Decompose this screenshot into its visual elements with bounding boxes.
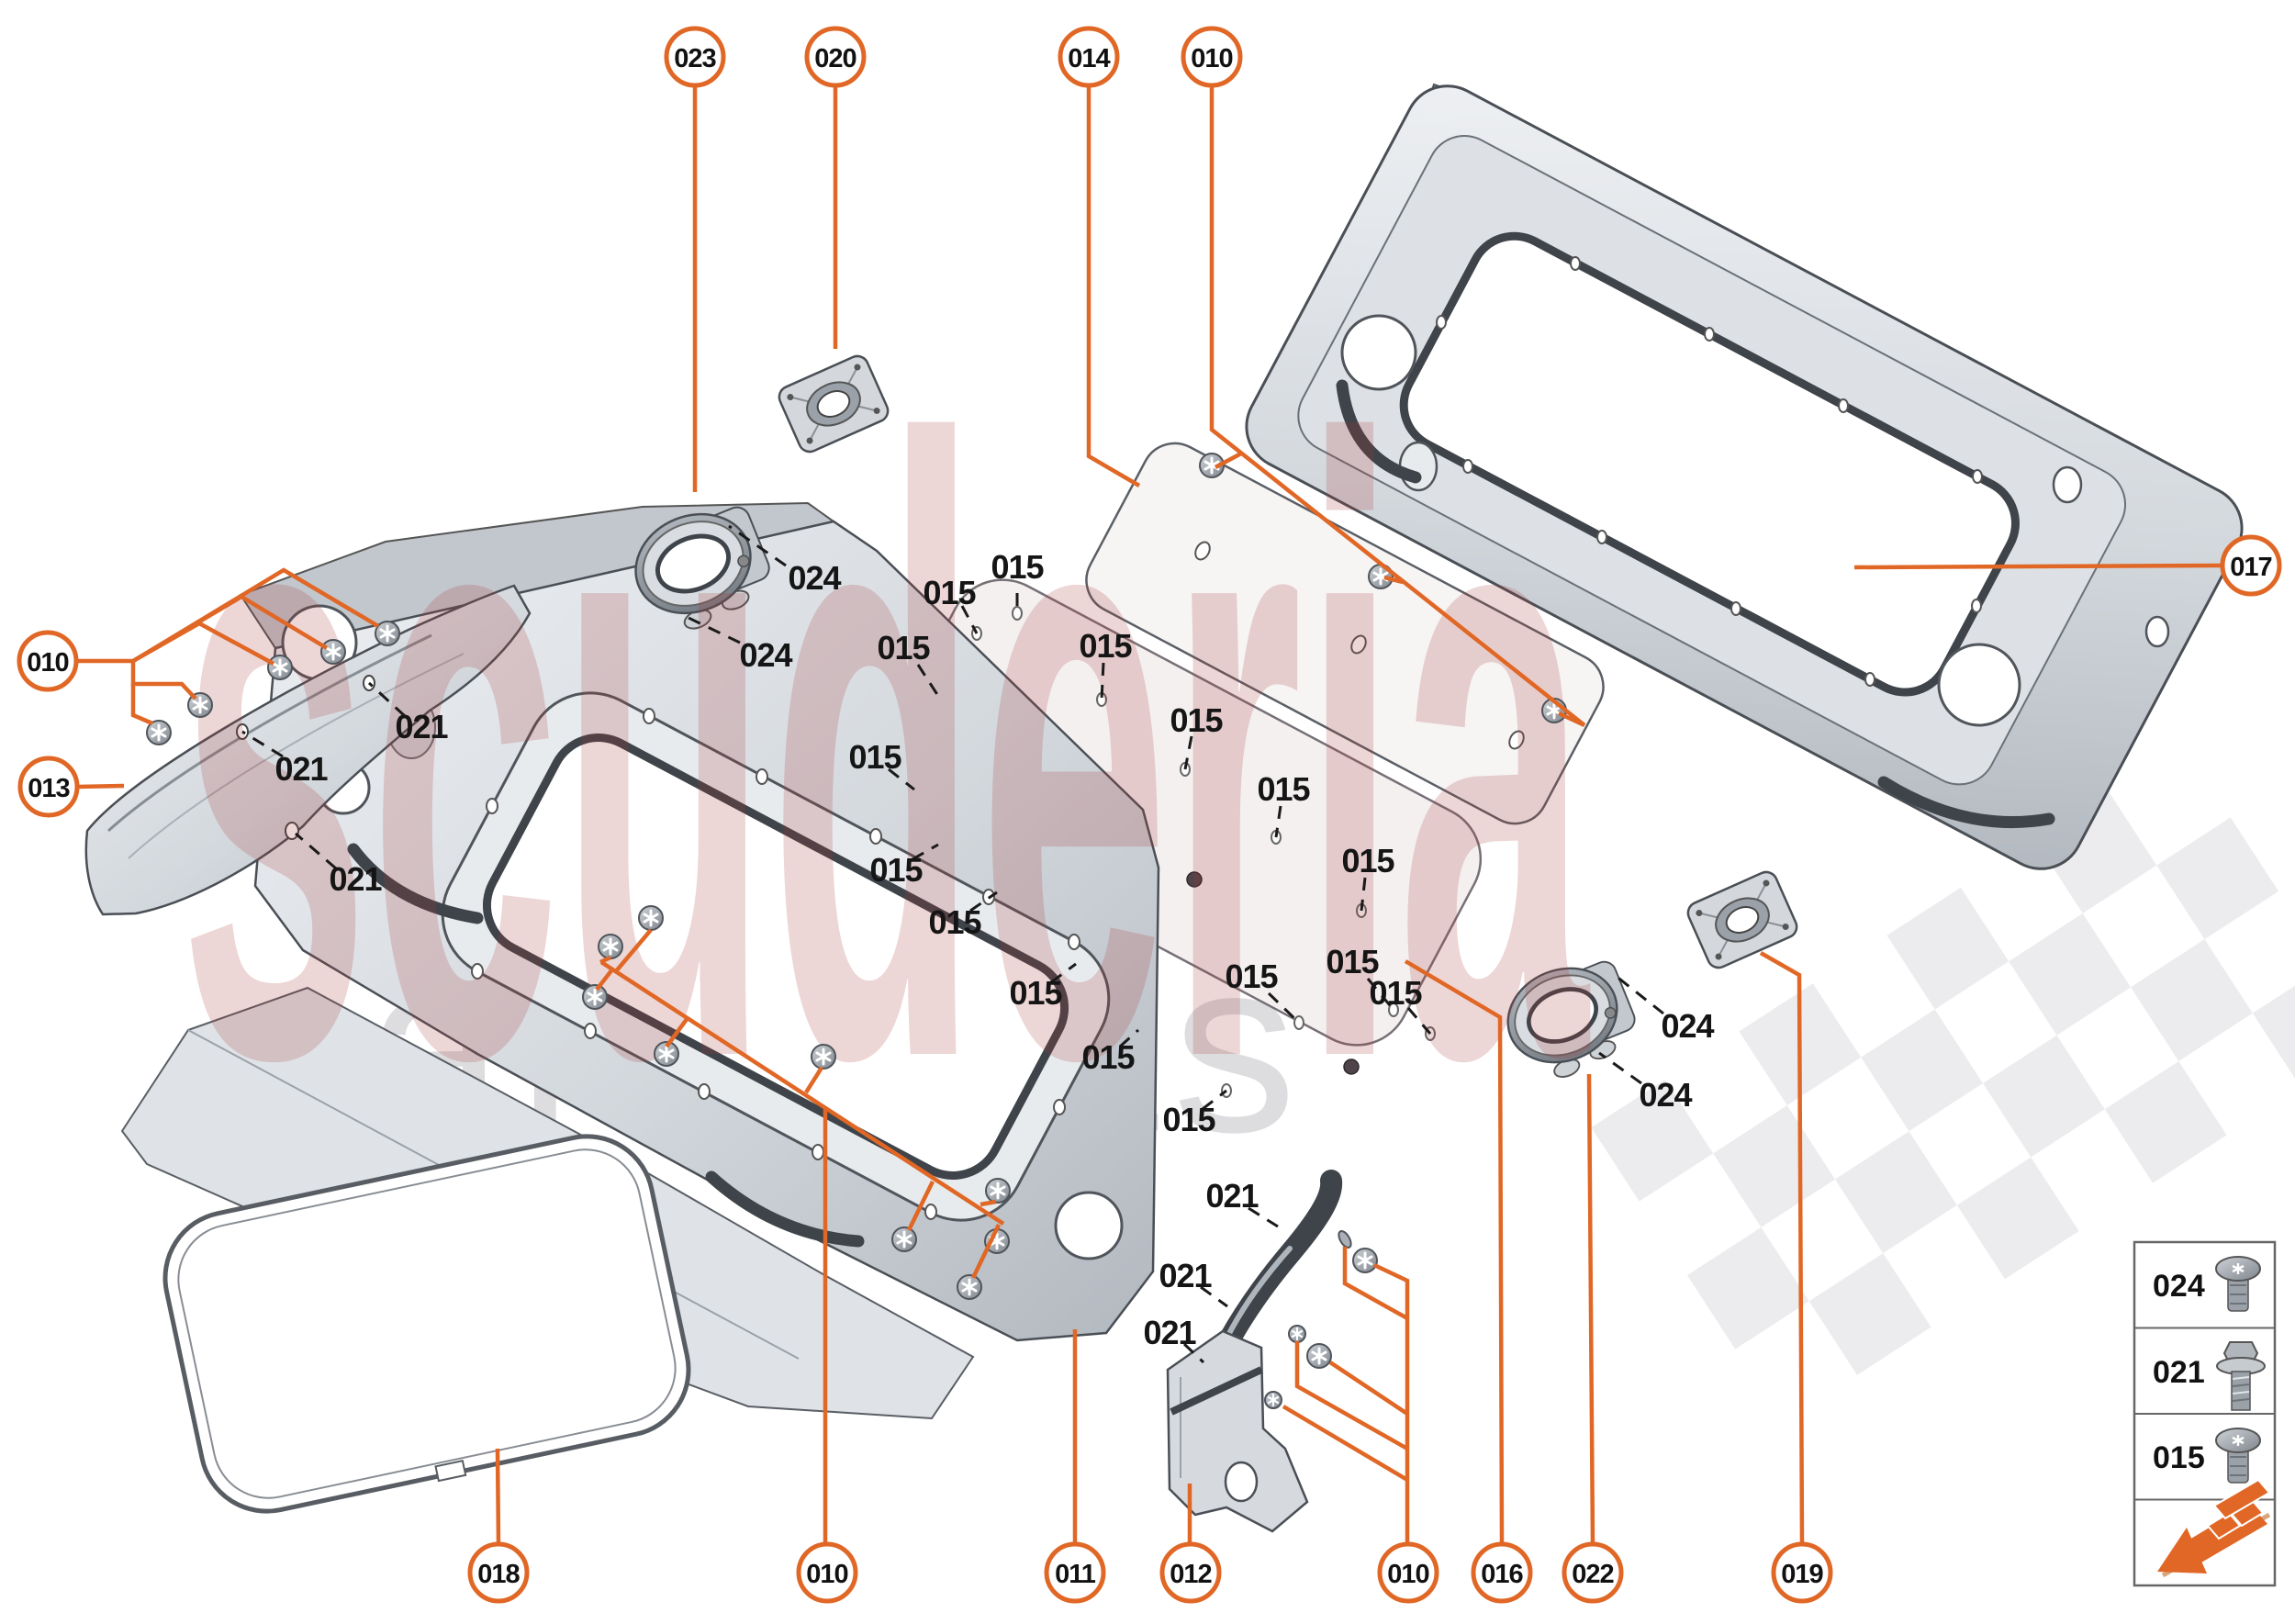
- label-021: 021: [1143, 1314, 1196, 1351]
- label-015: 015: [848, 738, 901, 776]
- callout-023[interactable]: 023: [664, 26, 726, 88]
- svg-text:017: 017: [2230, 553, 2271, 582]
- callout-014[interactable]: 014: [1058, 26, 1120, 88]
- callout-010-left[interactable]: 010: [17, 630, 79, 692]
- svg-text:023: 023: [674, 44, 716, 73]
- label-015: 015: [1257, 770, 1310, 808]
- svg-text:010: 010: [806, 1560, 847, 1589]
- label-015: 015: [991, 548, 1044, 586]
- label-015: 015: [1009, 974, 1062, 1012]
- callout-leader-lines: [76, 85, 2223, 1545]
- label-015: 015: [1225, 958, 1278, 995]
- svg-text:010: 010: [1387, 1560, 1428, 1589]
- part-grommet-022[interactable]: [1494, 948, 1646, 1091]
- legend-box: 024 021 015: [2133, 1240, 2277, 1587]
- callout-010-bottom-right[interactable]: 010: [1377, 1541, 1439, 1604]
- callout-013[interactable]: 013: [17, 756, 80, 818]
- svg-text:018: 018: [477, 1560, 520, 1589]
- part-seal-018[interactable]: [153, 1124, 702, 1528]
- part-grommet-019[interactable]: [1685, 868, 1800, 971]
- label-015: 015: [1079, 627, 1132, 665]
- svg-text:014: 014: [1068, 44, 1110, 73]
- svg-text:010: 010: [1191, 44, 1232, 73]
- label-015: 015: [923, 574, 976, 611]
- callout-012[interactable]: 012: [1159, 1541, 1222, 1604]
- label-024: 024: [788, 559, 841, 597]
- label-015: 015: [877, 629, 930, 666]
- label-015: 015: [1341, 842, 1394, 879]
- callout-022[interactable]: 022: [1562, 1541, 1624, 1604]
- svg-text:012: 012: [1170, 1560, 1211, 1589]
- pan-screw-icon: [2215, 1256, 2261, 1312]
- label-021: 021: [329, 860, 382, 898]
- label-015: 015: [1326, 943, 1379, 980]
- part-plate-014[interactable]: [1075, 431, 1615, 834]
- legend-row-015: 015: [2153, 1428, 2261, 1484]
- svg-text:015: 015: [2153, 1440, 2205, 1475]
- callout-016[interactable]: 016: [1471, 1541, 1533, 1604]
- label-021: 021: [395, 708, 448, 745]
- hex-bolt-icon: [2216, 1341, 2266, 1411]
- label-015: 015: [928, 903, 981, 941]
- clip-pin-icon: [1338, 1229, 1352, 1249]
- label-021: 021: [1159, 1257, 1212, 1294]
- part-rear-panel-017[interactable]: [1232, 71, 2257, 883]
- pan-screw-icon: [2215, 1428, 2261, 1484]
- label-021: 021: [1205, 1177, 1259, 1215]
- part-number-labels: 015 015 015 015 015 015 015 015 015 015 …: [274, 548, 1715, 1351]
- svg-text:013: 013: [28, 774, 70, 803]
- svg-text:022: 022: [1572, 1560, 1613, 1589]
- callout-011[interactable]: 011: [1044, 1541, 1106, 1604]
- svg-text:011: 011: [1055, 1560, 1096, 1589]
- watermark-brand: scuderia: [179, 265, 1590, 1239]
- checkered-flag-watermark: [1591, 791, 2295, 1375]
- callout-010-top[interactable]: 010: [1181, 26, 1243, 88]
- callout-circles: 023 020 014 010 017 010 013 018: [17, 26, 2282, 1604]
- callout-019[interactable]: 019: [1771, 1541, 1833, 1604]
- callout-010-bottom-left[interactable]: 010: [796, 1541, 858, 1604]
- svg-text:020: 020: [814, 44, 856, 73]
- svg-text:021: 021: [2153, 1355, 2205, 1390]
- part-bracket-012[interactable]: [1166, 1170, 1343, 1533]
- label-015: 015: [1081, 1038, 1135, 1076]
- label-015: 015: [869, 851, 923, 889]
- label-015: 015: [1162, 1101, 1215, 1138]
- label-024: 024: [1661, 1007, 1714, 1045]
- callout-020[interactable]: 020: [804, 26, 867, 88]
- svg-text:019: 019: [1781, 1560, 1823, 1589]
- svg-text:024: 024: [2153, 1269, 2205, 1304]
- callout-017[interactable]: 017: [2220, 534, 2282, 597]
- legend-row-024: 024: [2153, 1256, 2261, 1312]
- part-grommet-023[interactable]: [621, 493, 780, 643]
- label-021: 021: [274, 750, 328, 788]
- part-grommet-020[interactable]: [776, 353, 891, 455]
- label-015: 015: [1170, 701, 1223, 739]
- callout-018[interactable]: 018: [467, 1541, 530, 1604]
- part-trim-panel-013[interactable]: [84, 584, 532, 916]
- label-024: 024: [739, 636, 792, 674]
- svg-text:016: 016: [1481, 1560, 1523, 1589]
- explode-direction-arrow-icon: [2157, 1478, 2271, 1578]
- label-dash-lines: [241, 524, 1664, 1364]
- label-015: 015: [1369, 974, 1422, 1012]
- svg-text:010: 010: [27, 648, 68, 678]
- legend-row-021: 021: [2153, 1341, 2266, 1411]
- label-024: 024: [1639, 1076, 1692, 1114]
